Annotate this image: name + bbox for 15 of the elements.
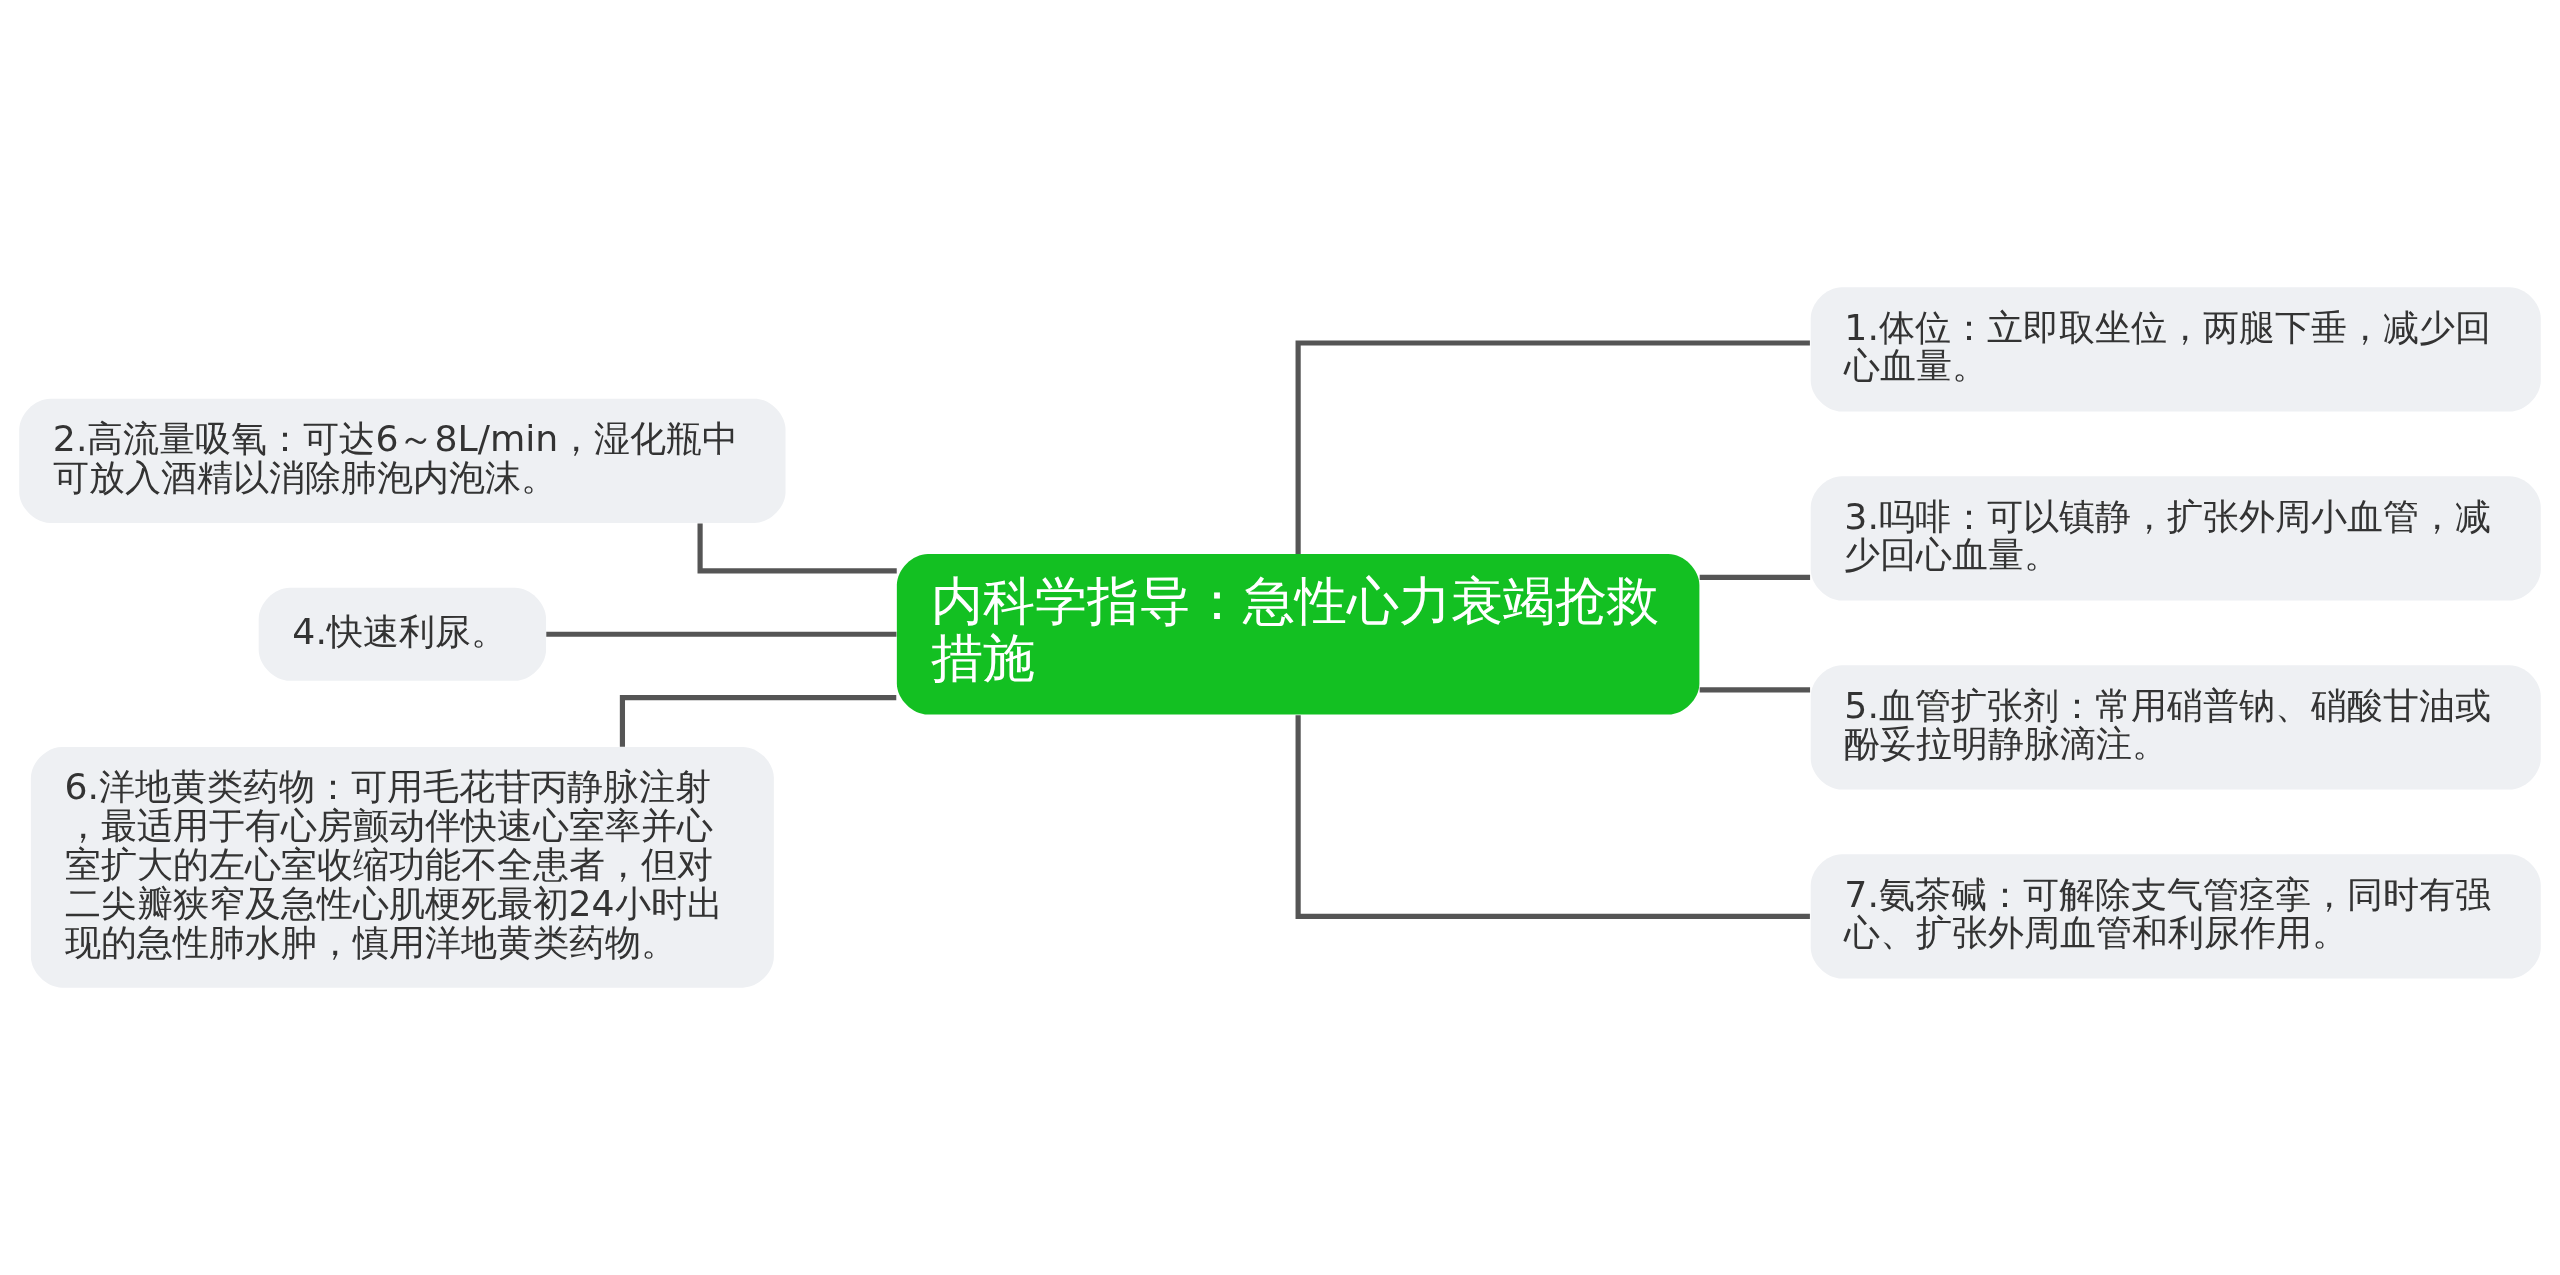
node-box: 4.快速利尿。 xyxy=(258,587,547,681)
node-box: 2.高流量吸氧：可达6～8L/min，湿化瓶中可放入酒精以消除肺泡内泡沫。 xyxy=(19,398,786,523)
connector xyxy=(1295,340,1810,554)
node-box: 7.氨茶碱：可解除支气管痉挛，同时有强心、扩张外周血管和利尿作用。 xyxy=(1810,854,2541,979)
connector xyxy=(1699,687,1811,693)
connector xyxy=(546,631,897,637)
node-box: 1.体位：立即取坐位，两腿下垂，减少回心血量。 xyxy=(1810,287,2541,412)
node-box: 内科学指导：急性心力衰竭抢救措施 xyxy=(896,554,1700,715)
connector xyxy=(1699,574,1811,580)
connector xyxy=(1295,715,1810,920)
node-box: 3.吗啡：可以镇静，扩张外周小血管，减少回心血量。 xyxy=(1810,476,2541,601)
node-box: 5.血管扩张剂：常用硝普钠、硝酸甘油或酚妥拉明静脉滴注。 xyxy=(1810,665,2541,790)
connector xyxy=(697,523,897,574)
connector xyxy=(619,695,897,747)
node-box: 6.洋地黄类药物：可用毛花苷丙静脉注射，最适用于有心房颤动伴快速心室率并心室扩大的左心室收缩功能不全患者，但对二尖瓣狭窄及急性心肌梗死最初24小时出现的急性肺水肿，慎用洋地黄类药物。 xyxy=(30,746,774,988)
